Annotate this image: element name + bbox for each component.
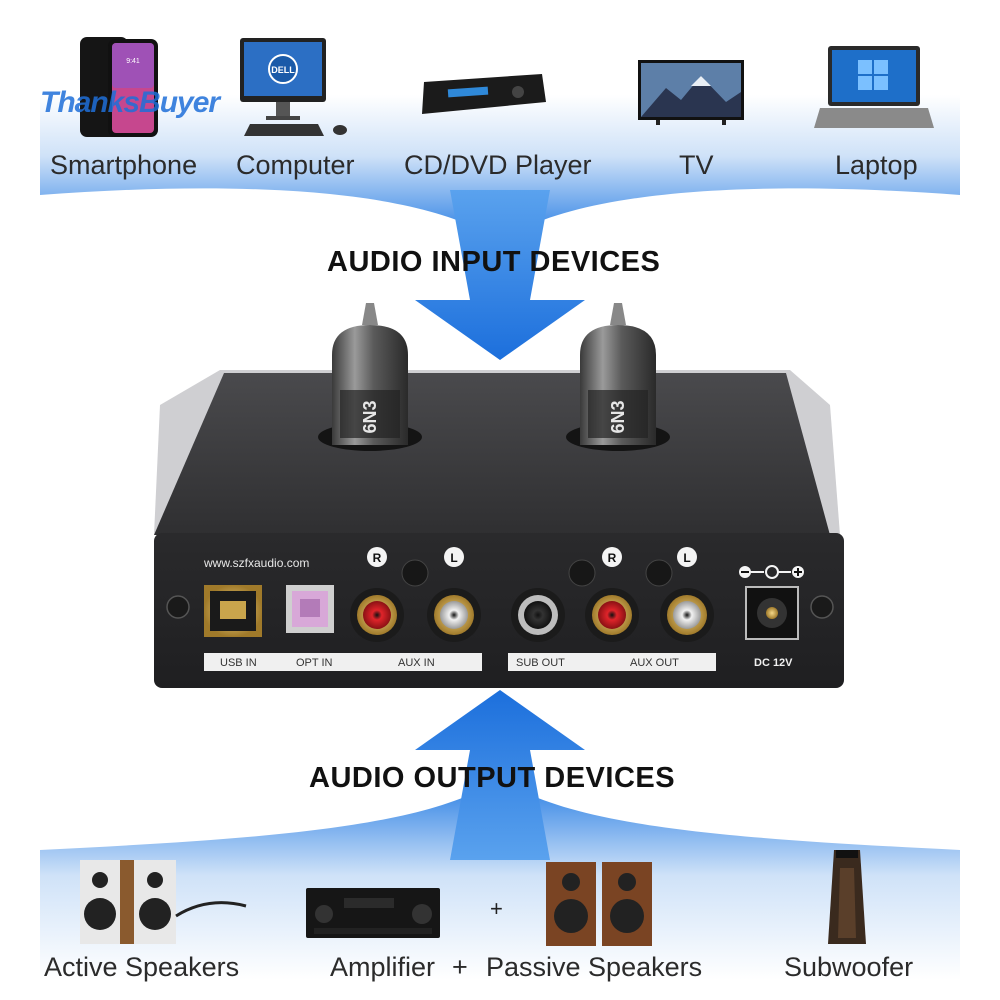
device-label-amplifier: Amplifier — [330, 952, 436, 982]
tube-marking-right: 6N3 — [608, 400, 628, 433]
input-heading: AUDIO INPUT DEVICES — [327, 246, 661, 278]
device-label-smartphone: Smartphone — [50, 150, 198, 180]
up-arrow-shape — [415, 690, 585, 860]
plus-sign: + — [452, 952, 468, 982]
screw-right — [810, 595, 834, 619]
usb-in-label: USB IN — [220, 657, 257, 669]
dc-power-jack[interactable] — [745, 586, 799, 640]
tube-marking-left: 6N3 — [360, 400, 380, 433]
input-label-strip — [204, 653, 482, 671]
usb-in-port[interactable] — [204, 585, 262, 637]
vacuum-tube-left: 6N3 — [332, 303, 408, 445]
aux-in-r-marker: R — [373, 551, 382, 565]
down-arrow — [415, 190, 585, 360]
aux-in-r-jack[interactable] — [350, 588, 404, 642]
device-label-active-speakers: Active Speakers — [44, 952, 240, 982]
screw-left — [166, 595, 190, 619]
watermark-logo: ThanksBuyer — [40, 86, 220, 119]
opt-in-label: OPT IN — [296, 657, 333, 669]
polarity-symbol — [739, 565, 804, 579]
device-label-cd-dvd-player: CD/DVD Player — [404, 150, 592, 180]
device-label-laptop: Laptop — [835, 150, 918, 180]
cd-dvd-player-icon — [422, 74, 546, 114]
computer-icon: DELL — [240, 38, 347, 136]
device-top-face — [154, 373, 830, 535]
up-arrow — [415, 690, 585, 860]
aux-out-label: AUX OUT — [630, 657, 679, 669]
output-label-strip — [508, 653, 716, 671]
device-label-computer: Computer — [236, 150, 355, 180]
dc-12v-label: DC 12V — [754, 657, 793, 669]
sub-out-label: SUB OUT — [516, 657, 565, 669]
amplifier-icon — [306, 888, 440, 938]
laptop-icon — [814, 46, 934, 128]
subwoofer-icon — [828, 850, 866, 944]
aux-in-label: AUX IN — [398, 657, 435, 669]
device-label-passive-speakers: Passive Speakers — [486, 952, 703, 982]
plus-sign-small: + — [490, 896, 503, 921]
bottom-banner — [40, 790, 960, 980]
passive-speakers-icon — [546, 862, 652, 946]
aux-out-r-marker: R — [608, 551, 617, 565]
opt-in-port[interactable] — [286, 585, 334, 633]
sub-out-jack[interactable] — [511, 588, 565, 642]
bottom-banner-shape — [40, 790, 960, 980]
aux-out-l-marker: L — [683, 551, 690, 565]
monitor-brand: DELL — [271, 65, 295, 75]
down-arrow-shape — [415, 190, 585, 360]
aux-in-l-jack[interactable] — [427, 588, 481, 642]
tv-icon — [638, 60, 744, 125]
phone-time: 9:41 — [126, 58, 140, 65]
device-label-tv: TV — [679, 150, 714, 180]
website-text: www.szfxaudio.com — [203, 556, 309, 570]
smartphone-icon: 9:41 — [80, 37, 158, 137]
aux-out-l-jack[interactable] — [660, 588, 714, 642]
active-speakers-icon — [80, 860, 247, 944]
aux-out-r-jack[interactable] — [585, 588, 639, 642]
vacuum-tube-right: 6N3 — [580, 303, 656, 445]
output-heading: AUDIO OUTPUT DEVICES — [309, 762, 676, 794]
device-label-subwoofer: Subwoofer — [784, 952, 914, 982]
aux-in-l-marker: L — [450, 551, 457, 565]
dac-device: 6N3 6N3 www.szfxaudio.com R L R L — [154, 303, 844, 688]
